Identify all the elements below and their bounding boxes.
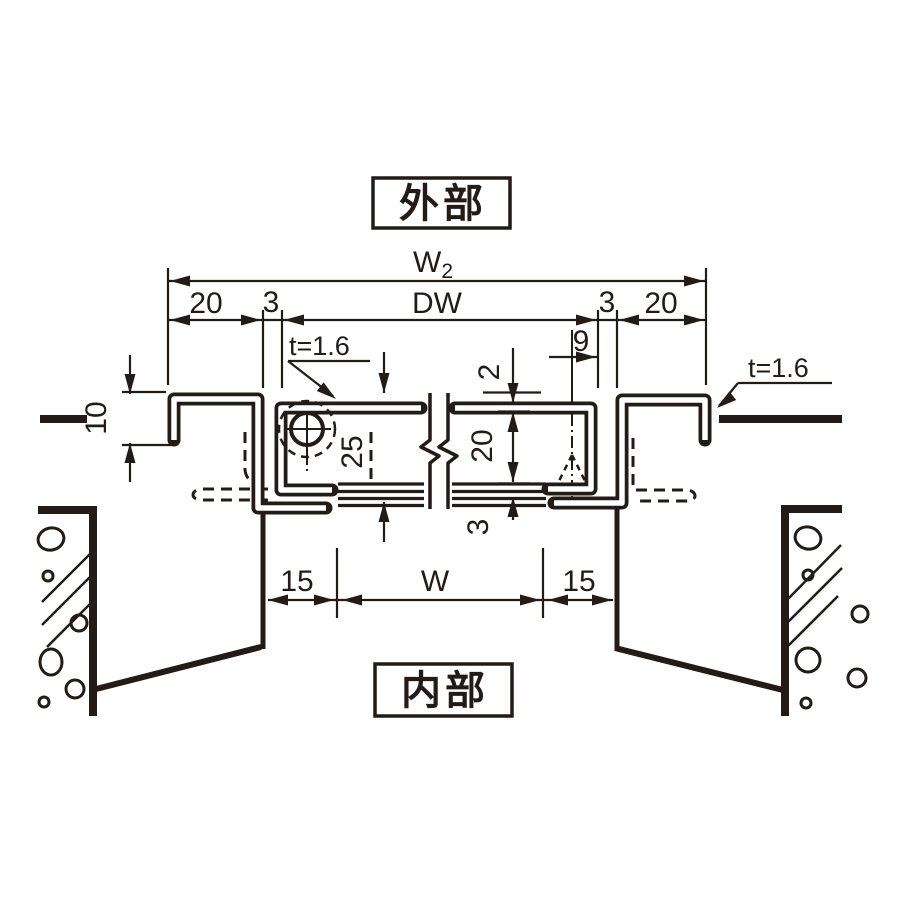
right-wall-hatching (787, 544, 843, 647)
left-wall-chamfer (95, 644, 262, 692)
dim-text-20-top-left: 20 (189, 287, 222, 320)
left-wall-aggregate-bubbles (36, 526, 89, 709)
ext-10 (122, 390, 172, 447)
interior-label: 内部 (401, 669, 489, 713)
frame-bottom-web-lines (338, 482, 546, 508)
right-removed-stop-outline (636, 488, 697, 503)
anchor-triangle-dashed (554, 454, 590, 488)
dim-text-w2: W2 (413, 246, 453, 283)
thickness-label-left: t=1.6 (289, 331, 350, 361)
screw-hole-circle (289, 411, 325, 447)
dimension-arrowheads (124, 275, 737, 606)
left-removed-stop-outline (191, 487, 268, 502)
thickness-label-right: t=1.6 (748, 353, 809, 383)
interior-label-box: 内部 (373, 662, 514, 718)
dim-text-3-bottom: 3 (462, 519, 495, 536)
dim-text-20-top-right: 20 (644, 287, 677, 320)
dim-text-10: 10 (80, 401, 113, 434)
right-wall-chamfer (614, 645, 788, 694)
dim-text-dw: DW (412, 287, 463, 320)
ext-20-right (498, 410, 530, 485)
removed-frame-dashed-lines (191, 432, 697, 503)
screw-head-dashed-circle (277, 399, 337, 459)
ext-3-right (596, 310, 619, 388)
left-removed-leg-a (243, 432, 254, 483)
dim-text-25: 25 (336, 435, 369, 468)
exterior-box-border (371, 176, 512, 230)
left-wall-section (36, 415, 266, 716)
dim-text-3-top-right: 3 (599, 286, 616, 319)
dim-text-20-depth: 20 (466, 429, 499, 462)
ext-w-bottom (335, 548, 545, 618)
exterior-label: 外部 (399, 182, 487, 226)
screw-detail-circles (277, 399, 337, 459)
dim-text-15-left: 15 (280, 565, 313, 598)
dim-text-w: W (421, 565, 450, 598)
left-wall-hatching (41, 547, 97, 648)
ext-3-left (261, 310, 284, 388)
frame-profiles (167, 392, 712, 515)
right-wall-section (614, 415, 870, 716)
leader-t16-right (718, 381, 832, 407)
interior-box-border (373, 662, 514, 718)
break-symbol (419, 393, 459, 509)
dimension-texts: W2 20 3 DW 3 20 9 10 25 2 20 3 15 W 15 t… (80, 246, 809, 598)
dim-text-15-right: 15 (562, 565, 595, 598)
right-wall-aggregate-bubbles (793, 525, 870, 710)
dim-text-2: 2 (473, 364, 506, 381)
exterior-label-box: 外部 (371, 176, 512, 230)
dim-text-9: 9 (573, 325, 590, 358)
dim-text-3-top-left: 3 (263, 286, 280, 319)
